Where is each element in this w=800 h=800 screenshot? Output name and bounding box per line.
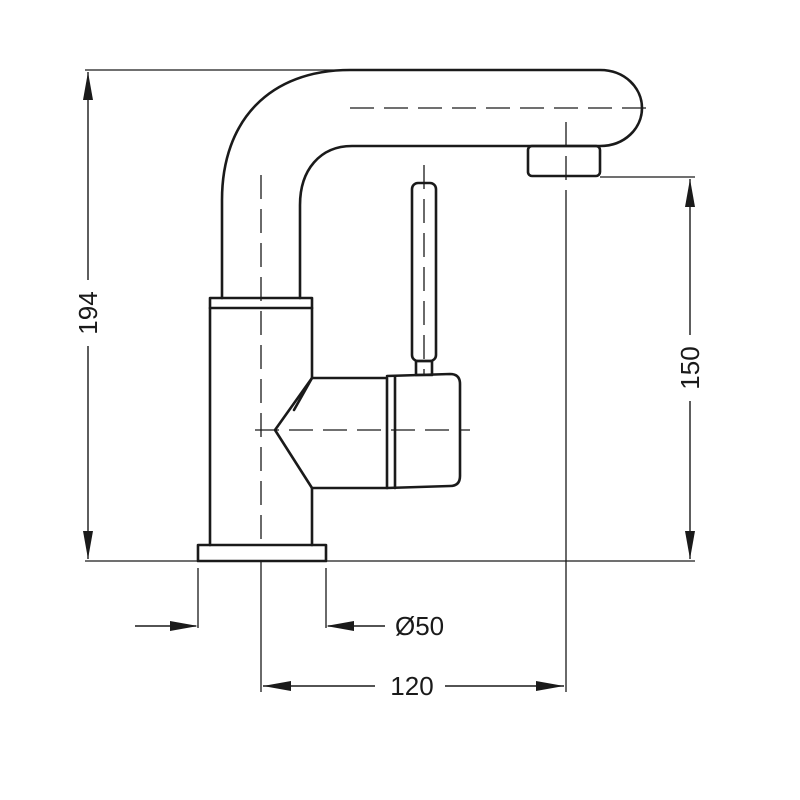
faucet-body bbox=[208, 306, 314, 547]
dimension-label-diameter: Ø50 bbox=[395, 611, 444, 641]
extension-lines bbox=[85, 69, 695, 692]
valve-housing-edge bbox=[292, 376, 314, 412]
dimension-spout-height: 150 bbox=[670, 179, 710, 559]
dimension-label-120: 120 bbox=[390, 671, 433, 701]
valve-housing bbox=[273, 376, 389, 490]
faucet-outline bbox=[196, 68, 644, 563]
handle-block bbox=[385, 372, 462, 490]
dimension-label-150: 150 bbox=[675, 346, 705, 389]
center-lines bbox=[255, 107, 655, 545]
base-flange bbox=[196, 543, 328, 563]
dimension-base-diameter: Ø50 bbox=[135, 611, 444, 641]
dimension-spout-reach: 120 bbox=[263, 668, 564, 704]
spout bbox=[220, 68, 644, 300]
dimension-label-194: 194 bbox=[73, 291, 103, 334]
aerator bbox=[526, 144, 602, 178]
dimension-overall-height: 194 bbox=[68, 72, 108, 559]
